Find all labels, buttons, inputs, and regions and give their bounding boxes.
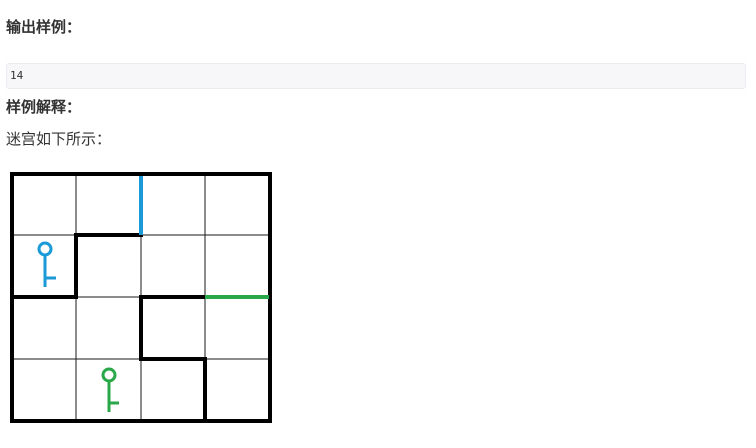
maze-walls	[10, 172, 272, 423]
output-sample-code: 14	[6, 63, 746, 89]
maze-wall-center	[139, 295, 207, 423]
sample-explanation-heading: 样例解释：	[6, 98, 82, 116]
maze-description: 迷宫如下所示：	[6, 130, 112, 148]
blue-key-icon	[37, 241, 56, 287]
output-sample-heading: 输出样例：	[6, 18, 82, 36]
green-key-icon	[101, 367, 119, 412]
maze-wall-left	[10, 233, 143, 299]
output-sample-value: 14	[10, 69, 24, 82]
